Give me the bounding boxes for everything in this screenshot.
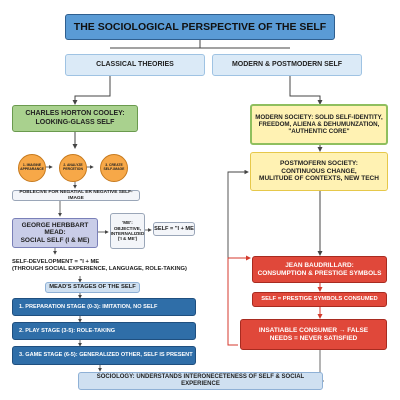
postmodern-society-box: POSTMOFERN SOCIETY: CONTINUOUS CHANGE, M… xyxy=(250,152,388,191)
cooley-note: POBLECIVE FOR NEGATIAL ER NEGATIVE SELF-… xyxy=(12,190,140,201)
mead-me-box: 'ME': OBJECTIVE, INTERNALIZED ('I & ME') xyxy=(110,213,145,249)
prestige-symbols-box: SELF = PRESTIGE SYMBOLS CONSUMED xyxy=(252,292,387,307)
modern-society-box: MODERN SOCIETY: SOLID SELF-IDENTITY, FRE… xyxy=(250,104,388,145)
baudrillard-box: JEAN BAUDRILLARD: CONSUMPTION & PRESTIGE… xyxy=(252,256,387,283)
mead-box: GEORGE HERBBART MEAD: SOCIAL SELF (I & M… xyxy=(12,218,98,248)
mead-equation-box: SELF = "I + ME xyxy=(153,222,195,236)
modern-postmodern-header: MODERN & POSTMODERN SELF xyxy=(212,54,362,76)
self-development-text: SELF-DEVELOPMENT = "I + ME (THROUGH SOCI… xyxy=(12,256,197,276)
stage-play: 2. PLAY STAGE (3-5): ROLE-TAKING xyxy=(12,322,196,340)
cooley-step-imagine: 1. IMAGINE APPEARANCE xyxy=(18,154,46,182)
cooley-box: CHARLES HORTON COOLEY: LOOKING-GLASS SEL… xyxy=(12,105,138,132)
cooley-step-analyze: 2. ANALYZE PERCETION xyxy=(59,154,87,182)
stage-preparation: 1. PREPARATION STAGE (0-3): IMITATION, N… xyxy=(12,298,196,316)
page-title: THE SOCIOLOGICAL PERSPECTIVE OF THE SELF xyxy=(65,14,335,40)
classical-theories-header: CLASSICAL THEORIES xyxy=(65,54,205,76)
mead-stages-header: MEAD'S STAGES OF THE SELF xyxy=(45,282,140,293)
insatiable-consumer-box: INSATIABLE CONSUMER → FALSE NEEDS = NEVE… xyxy=(240,319,387,350)
footer-summary: SOCIOLOGY: UNDERSTANDS INTERONECETENESS … xyxy=(78,372,323,390)
stage-game: 3. GAME STAGE (6-5): GENERALIZED OTHER, … xyxy=(12,346,196,365)
cooley-step-create: 3. CREATE SELF-IMAGE xyxy=(100,154,128,182)
